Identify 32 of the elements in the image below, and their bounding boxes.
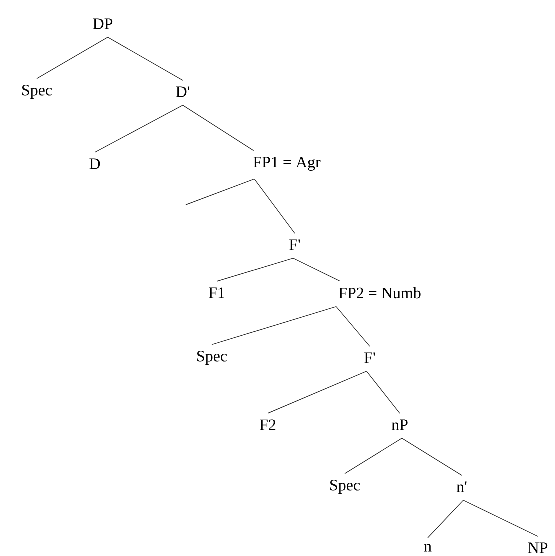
branch-line [366,371,400,414]
branch-line [402,438,462,476]
branch-line [463,500,538,537]
tree-node-label: n' [456,482,467,492]
tree-node-label: Spec [198,351,228,365]
branch-line [344,438,402,474]
tree-node-label: F' [290,240,300,250]
tree-node-label: F' [364,352,376,364]
tree-node-label: FP2 = Numb [339,287,421,299]
tree-node-label: F1 [209,288,224,298]
tree-node-label: n [424,544,432,552]
tree-node-label: Spec [330,480,360,494]
branch-line [94,105,184,153]
branch-line [212,306,337,346]
tree-node-label: NP [528,542,548,554]
branch-line [293,258,340,282]
branch-line [36,37,108,80]
tree-node-label: F2 [260,420,276,430]
branch-line [336,306,370,347]
tree-node-label: FP1 = Agr [254,157,321,171]
tree-node-label: D [90,158,100,170]
tree-node-label: Spec [22,85,52,99]
branch-line [428,500,464,538]
tree-node-label: nP [392,420,408,430]
branch-line [182,105,254,152]
branch-line [268,371,368,414]
branch-line [216,258,294,282]
branch-line [254,178,296,234]
branch-line [186,178,255,206]
branch-line [108,37,184,81]
tree-node-label: D' [176,86,190,98]
tree-node-label: DP [93,18,113,30]
